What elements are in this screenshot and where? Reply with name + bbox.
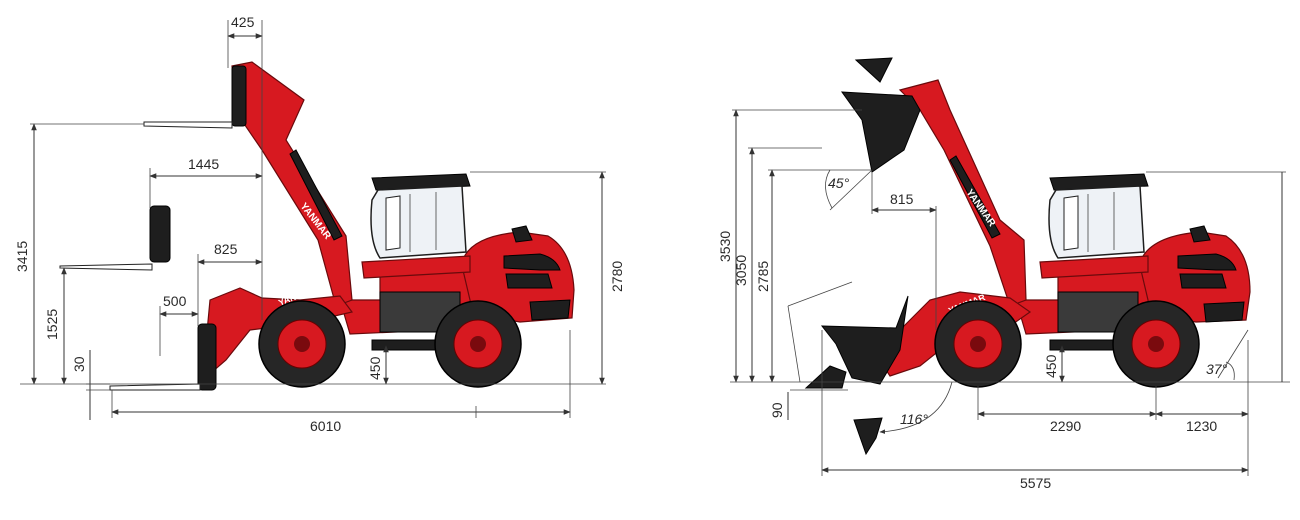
left-fork-ground xyxy=(109,323,217,391)
right-rear-wheel xyxy=(1112,300,1200,388)
left-loader-view: YANMAR YANMAR xyxy=(14,14,625,434)
dim-label-6010: 6010 xyxy=(310,418,341,434)
right-loader-view: YANMAR YANMAR xyxy=(717,57,1290,491)
dim-label-425: 425 xyxy=(231,14,255,30)
left-dimension-lines xyxy=(20,20,606,420)
left-fork-mid xyxy=(59,205,171,271)
dim-label-3415: 3415 xyxy=(14,241,30,272)
dim-label-45deg: 45° xyxy=(828,175,850,191)
dim-label-30: 30 xyxy=(71,356,87,372)
dim-label-2785: 2785 xyxy=(755,261,771,292)
dim-label-2290: 2290 xyxy=(1050,418,1081,434)
bucket-raised xyxy=(840,57,921,173)
dim-label-1525: 1525 xyxy=(44,309,60,340)
bucket-rollback xyxy=(853,417,883,456)
dim-label-3530: 3530 xyxy=(717,231,733,262)
bucket-ground xyxy=(804,365,847,389)
dim-label-450-left: 450 xyxy=(367,356,383,380)
right-loader-body: YANMAR YANMAR xyxy=(881,79,1251,388)
dim-label-2780: 2780 xyxy=(609,261,625,292)
dim-label-3050: 3050 xyxy=(733,255,749,286)
dim-label-500: 500 xyxy=(163,293,187,309)
dim-label-37deg: 37° xyxy=(1206,361,1228,377)
dim-label-1230: 1230 xyxy=(1186,418,1217,434)
dim-label-116deg: 116° xyxy=(900,411,928,427)
left-rear-wheel xyxy=(434,300,522,388)
right-dimension-lines xyxy=(730,109,1290,476)
dim-label-5575: 5575 xyxy=(1020,475,1051,491)
left-front-wheel xyxy=(258,300,346,388)
dim-label-1445: 1445 xyxy=(188,156,219,172)
bucket-lowered xyxy=(820,295,909,385)
dim-label-90: 90 xyxy=(769,402,785,418)
right-front-wheel xyxy=(934,300,1022,388)
dim-label-825: 825 xyxy=(214,241,238,257)
dim-label-450-right: 450 xyxy=(1043,354,1059,378)
dim-label-815: 815 xyxy=(890,191,914,207)
left-fork-top xyxy=(143,65,247,129)
left-loader-body: YANMAR YANMAR xyxy=(203,61,575,388)
